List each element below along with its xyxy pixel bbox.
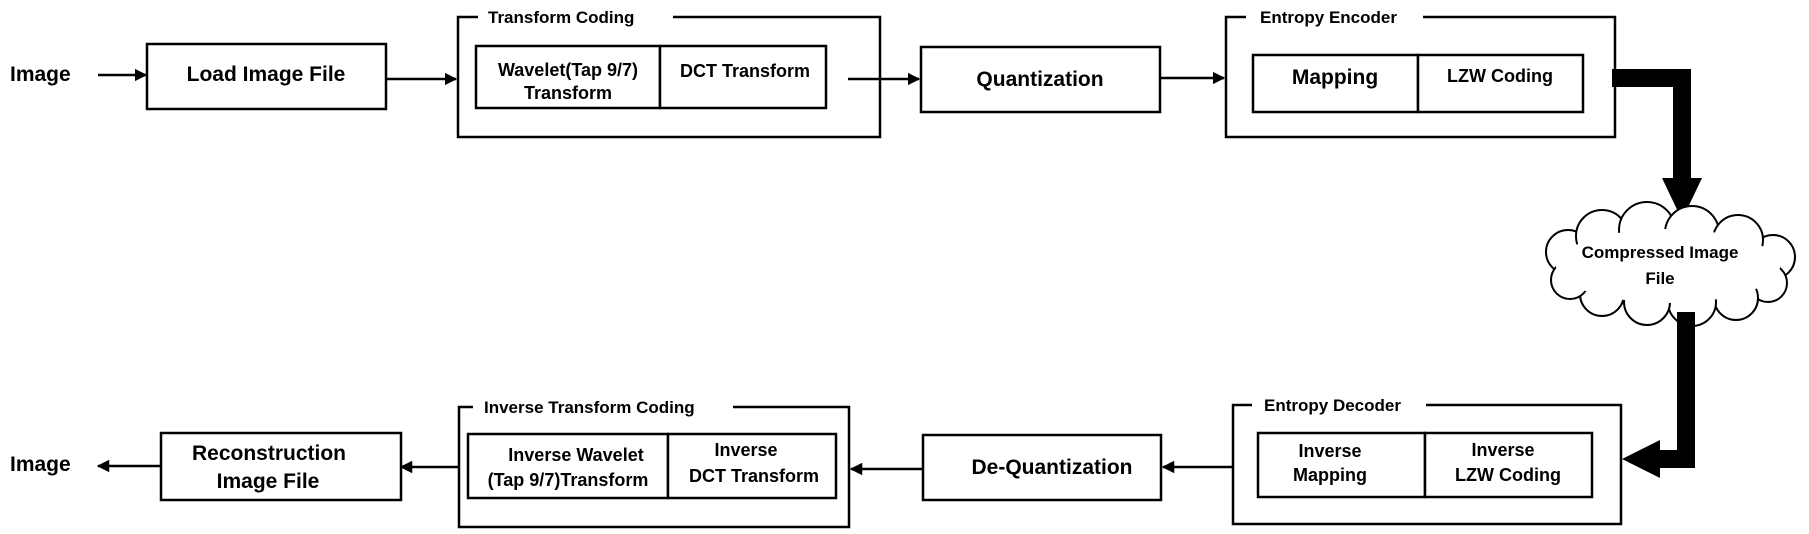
compressed-image-file-label-2: File: [1645, 269, 1674, 288]
arrow-entropy-to-storage: [1612, 69, 1691, 180]
inverse-dct-transform-label: Inverse: [714, 440, 777, 460]
de-quantization-box: De-Quantization: [921, 433, 1163, 502]
input-image-label: Image: [10, 63, 71, 86]
transform-coding-title: Transform Coding: [488, 8, 634, 27]
inverse-wavelet-transform-label-2: (Tap 9/7)Transform: [488, 470, 649, 490]
inverse-mapping-label-2: Mapping: [1293, 465, 1367, 485]
inverse-wavelet-transform-label: Inverse Wavelet: [508, 445, 643, 465]
de-quantization-label: De-Quantization: [972, 456, 1133, 479]
transform-coding-group: Transform Coding Wavelet(Tap 9/7) Transf…: [456, 8, 882, 139]
arrow-storage-to-entropy-decoder-head: [1622, 440, 1660, 478]
entropy-encoder-title: Entropy Encoder: [1260, 8, 1397, 27]
quantization-label: Quantization: [976, 68, 1103, 91]
inverse-lzw-coding-label-2: LZW Coding: [1455, 465, 1561, 485]
entropy-decoder-group: Entropy Decoder Inverse Mapping Inverse …: [1231, 396, 1623, 526]
wavelet-transform-label-2: Transform: [524, 83, 612, 103]
reconstruction-image-file-box: Reconstruction Image File: [159, 431, 403, 502]
quantization-box: Quantization: [919, 45, 1162, 114]
output-image-label: Image: [10, 453, 71, 476]
reconstruction-image-file-label: Reconstruction: [192, 442, 346, 465]
arrow-storage-to-entropy-decoder: [1658, 312, 1695, 468]
compressed-image-file-label: Compressed Image: [1582, 243, 1739, 262]
lzw-coding-label: LZW Coding: [1447, 66, 1553, 86]
mapping-label: Mapping: [1292, 66, 1378, 89]
wavelet-transform-label: Wavelet(Tap 9/7): [498, 60, 638, 80]
load-image-file-box: Load Image File: [145, 42, 388, 111]
inverse-dct-transform-label-2: DCT Transform: [689, 466, 819, 486]
load-image-file-label: Load Image File: [187, 63, 346, 86]
arrow-entropy-to-storage-head: [1662, 178, 1702, 220]
inverse-transform-coding-title: Inverse Transform Coding: [484, 398, 695, 417]
entropy-decoder-title: Entropy Decoder: [1264, 396, 1401, 415]
reconstruction-image-file-label-2: Image File: [217, 470, 320, 493]
compressed-image-file-cloud: Compressed Image File: [1545, 201, 1796, 327]
inverse-lzw-coding-label: Inverse: [1471, 440, 1534, 460]
inverse-transform-coding-group: Inverse Transform Coding Inverse Wavelet…: [457, 398, 851, 529]
dct-transform-label: DCT Transform: [680, 61, 810, 81]
inverse-mapping-label: Inverse: [1298, 441, 1361, 461]
entropy-encoder-group: Entropy Encoder Mapping LZW Coding: [1224, 8, 1617, 139]
